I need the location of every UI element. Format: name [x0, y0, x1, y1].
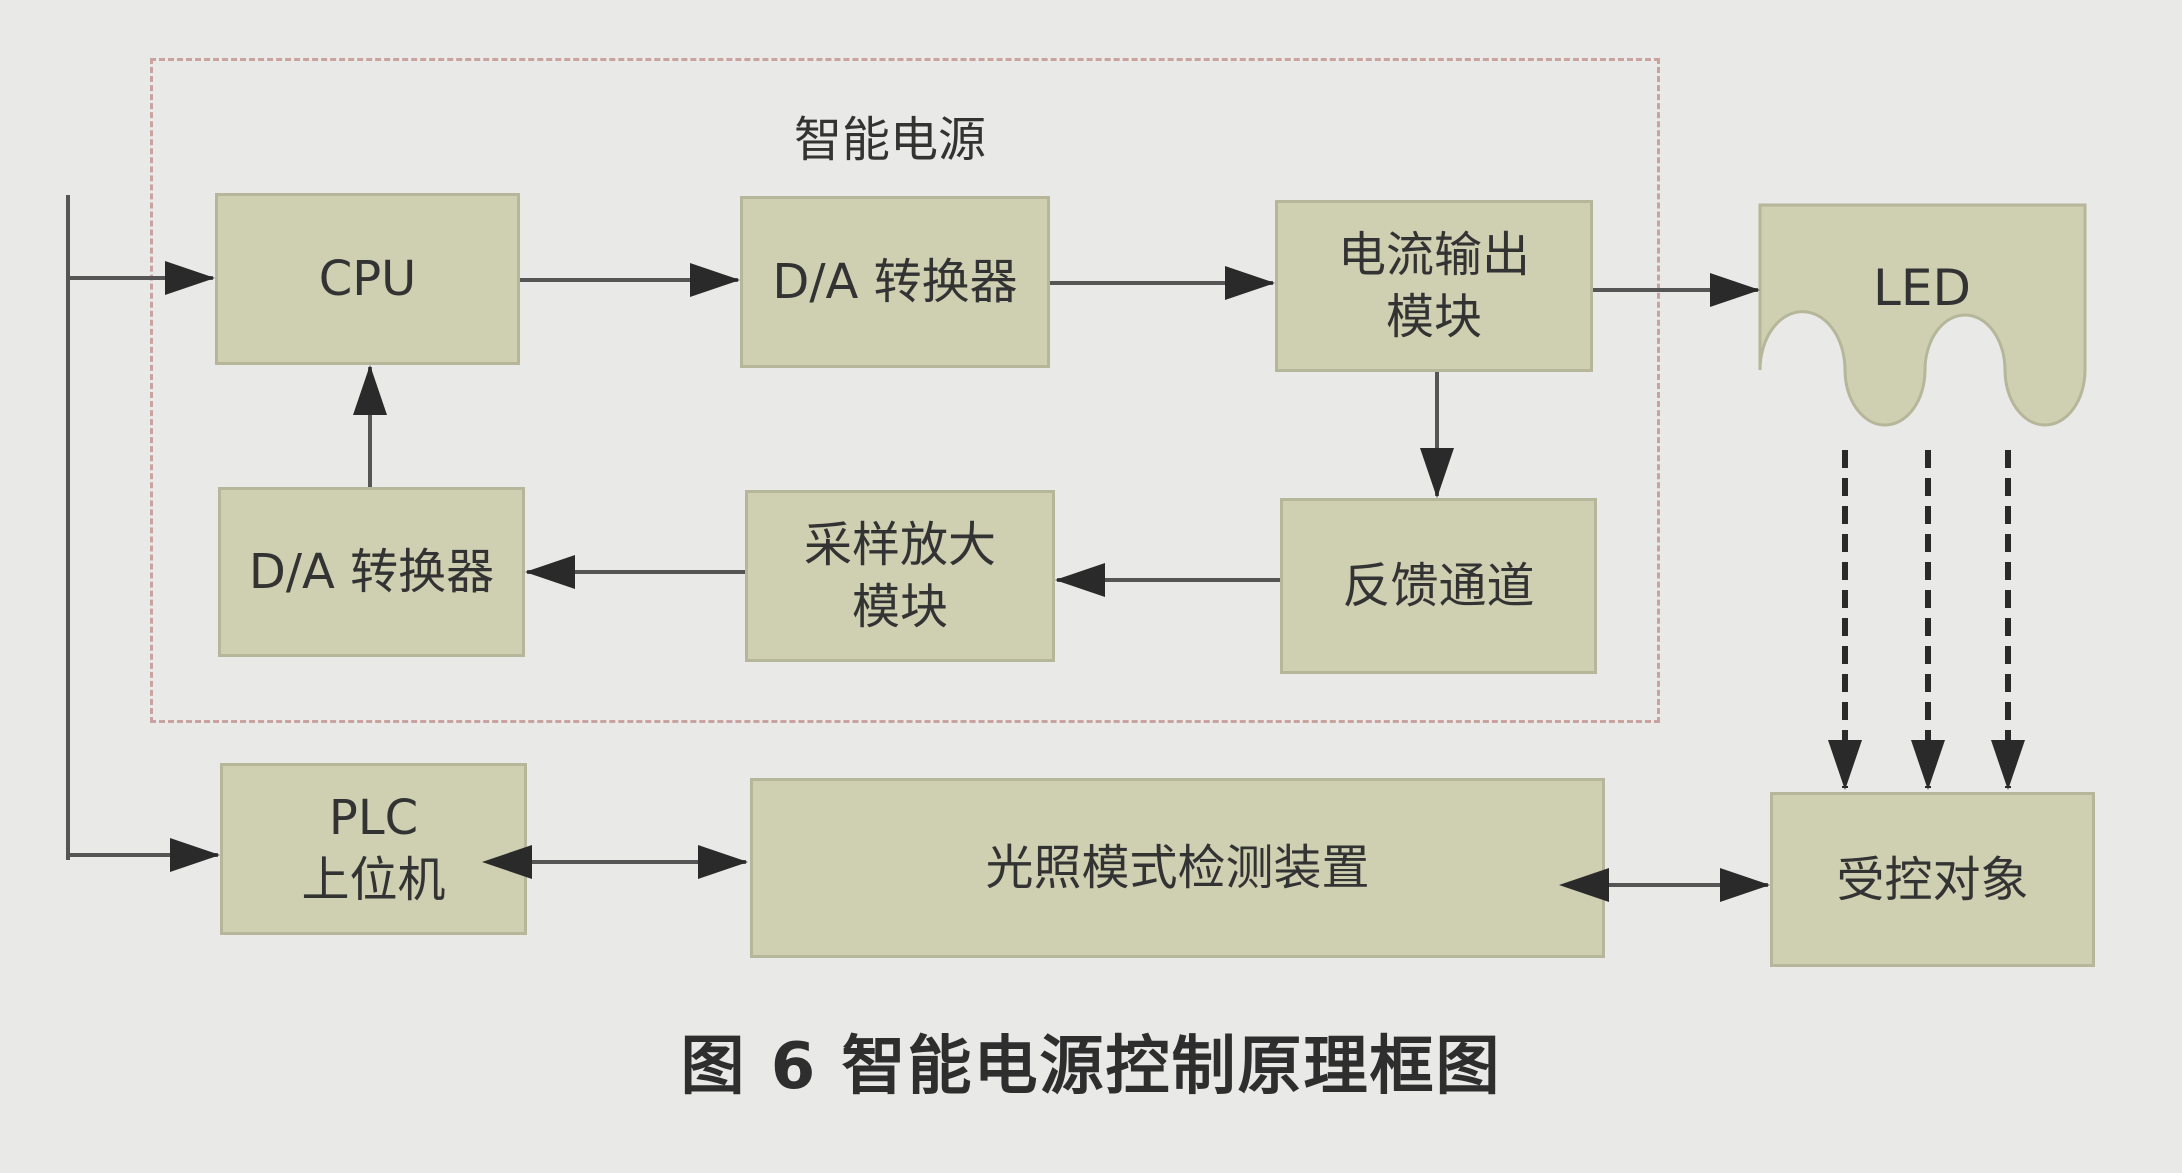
- current-output-module-box: 电流输出 模块: [1275, 200, 1593, 372]
- da-converter-bottom-box: D/A 转换器: [218, 487, 525, 657]
- controlled-object-box: 受控对象: [1770, 792, 2095, 967]
- region-label: 智能电源: [793, 112, 986, 168]
- led-label: LED: [1873, 259, 1971, 317]
- cpu-box: CPU: [215, 193, 520, 365]
- figure-caption: 图 6 智能电源控制原理框图: [680, 1030, 1502, 1104]
- light-mode-detector-box: 光照模式检测装置: [750, 778, 1605, 958]
- sampling-amplifier-module-box: 采样放大 模块: [745, 490, 1055, 662]
- plc-host-box: PLC 上位机: [220, 763, 527, 935]
- led-shape: [1758, 203, 2087, 427]
- da-converter-top-box: D/A 转换器: [740, 196, 1050, 368]
- smart-power-region: [150, 58, 1660, 723]
- feedback-channel-box: 反馈通道: [1280, 498, 1597, 674]
